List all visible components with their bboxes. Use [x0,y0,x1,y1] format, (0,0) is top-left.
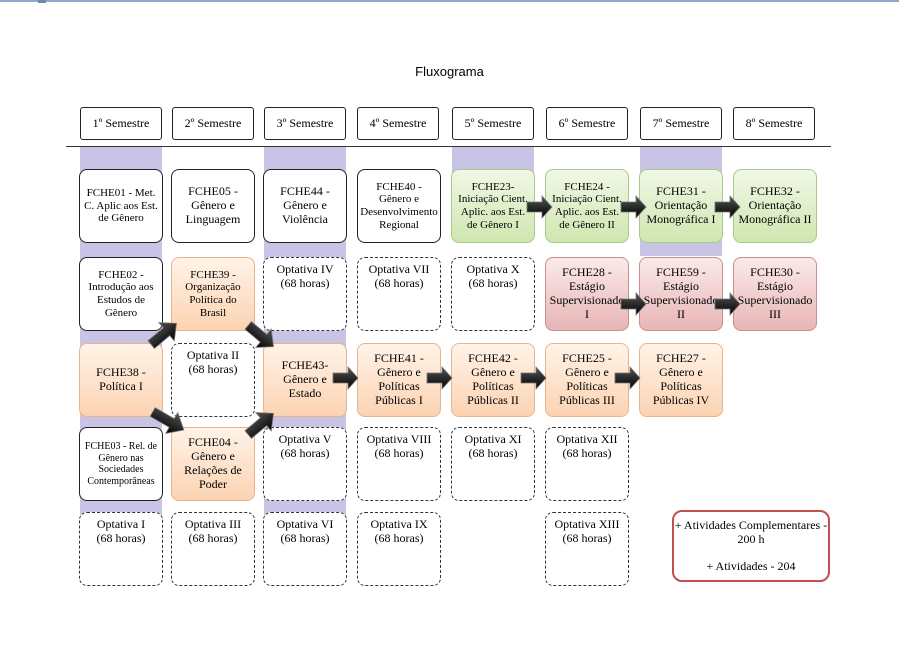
optativa-xii: Optativa XII(68 horas) [545,427,629,501]
optativa-vii: Optativa VII(68 horas) [357,257,441,331]
optativa-i: Optativa I(68 horas) [79,512,163,586]
course-fche04: FCHE04 - Gênero e Relações de Poder [171,427,255,501]
course-fche24: FCHE24 - Iniciação Cient. Aplic. aos Est… [545,169,629,243]
course-fche25: FCHE25 - Gênero e Políticas Públicas III [545,343,629,417]
optativa-ii: Optativa II(68 horas) [171,343,255,417]
semester-header-2: 2º Semestre [172,107,254,140]
optativa-v: Optativa V(68 horas) [263,427,347,501]
optativa-x: Optativa X(68 horas) [451,257,535,331]
extra-complementares: + Atividades Complementares - 200 h [674,518,828,547]
semester-header-8: 8º Semestre [733,107,815,140]
optativa-viii: Optativa VIII(68 horas) [357,427,441,501]
optativa-xiii: Optativa XIII(68 horas) [545,512,629,586]
extra-atividades: + Atividades - 204 [706,558,796,573]
optativa-xi: Optativa XI(68 horas) [451,427,535,501]
course-fche03: FCHE03 - Rel. de Gênero nas Sociedades C… [79,427,163,501]
header-rule [66,146,831,147]
course-fche32: FCHE32 - Orientação Monográfica II [733,169,817,243]
optativa-ix: Optativa IX(68 horas) [357,512,441,586]
course-fche41: FCHE41 - Gênero e Políticas Públicas I [357,343,441,417]
extra-activities-box: + Atividades Complementares - 200 h + At… [672,510,830,582]
course-fche02: FCHE02 - Introdução aos Estudos de Gêner… [79,257,163,331]
semester-header-5: 5º Semestre [452,107,534,140]
course-fche28: FCHE28 - Estágio Supervisionado I [545,257,629,331]
semester-header-7: 7º Semestre [640,107,722,140]
top-border [0,0,899,2]
course-fche31: FCHE31 - Orientação Monográfica I [639,169,723,243]
semester-header-4: 4º Semestre [357,107,439,140]
diagram-title: Fluxograma [415,64,484,79]
optativa-iv: Optativa IV(68 horas) [263,257,347,331]
top-mark [38,0,46,3]
course-fche42: FCHE42 - Gênero e Políticas Públicas II [451,343,535,417]
course-fche30: FCHE30 - Estágio Supervisionado III [733,257,817,331]
course-fche44: FCHE44 - Gênero e Violência [263,169,347,243]
course-fche59: FCHE59 - Estágio Supervisionado II [639,257,723,331]
optativa-vi: Optativa VI(68 horas) [263,512,347,586]
course-fche38: FCHE38 - Política I [79,343,163,417]
course-fche01: FCHE01 - Met. C. Aplic aos Est. de Gêner… [79,169,163,243]
course-fche23: FCHE23- Iniciação Cient. Aplic. aos Est.… [451,169,535,243]
semester-header-1: 1º Semestre [80,107,162,140]
course-fche05: FCHE05 - Gênero e Linguagem [171,169,255,243]
optativa-iii: Optativa III(68 horas) [171,512,255,586]
course-fche40: FCHE40 - Gênero e Desenvolvimento Region… [357,169,441,243]
course-fche27: FCHE27 - Gênero e Políticas Públicas IV [639,343,723,417]
course-fche43: FCHE43- Gênero e Estado [263,343,347,417]
semester-header-6: 6º Semestre [546,107,628,140]
semester-header-3: 3º Semestre [264,107,346,140]
course-fche39: FCHE39 - Organização Política do Brasil [171,257,255,331]
